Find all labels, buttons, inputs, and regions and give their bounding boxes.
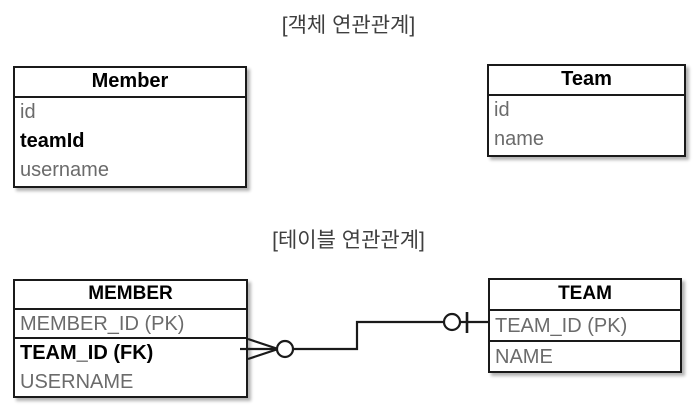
- table-box-team: TEAM TEAM_ID (PK) NAME: [488, 278, 682, 373]
- entity-box-team: Team id name: [487, 64, 686, 157]
- object-model-title: [객체 연관관계]: [281, 14, 416, 37]
- entity-box-member: Member id teamId username: [13, 66, 247, 188]
- relationship-line: [293, 320, 446, 351]
- entity-member-attr-teamid: teamId: [20, 130, 85, 152]
- table-team-col-name: NAME: [495, 346, 553, 368]
- table-team-columns: TEAM_ID (PK) NAME: [490, 311, 680, 371]
- entity-team-attr-id: id: [494, 99, 510, 121]
- table-team-col-team-id: TEAM_ID (PK): [490, 311, 680, 342]
- entity-team-attributes: id name: [489, 96, 684, 154]
- entity-member-header: Member: [15, 68, 245, 98]
- cardinality-zero-circle-left-icon: [275, 339, 295, 359]
- table-member-columns: MEMBER_ID (PK) TEAM_ID (FK) USERNAME: [15, 310, 246, 396]
- table-member-header: MEMBER: [15, 281, 246, 310]
- table-team-header: TEAM: [490, 280, 680, 311]
- entity-member-attributes: id teamId username: [15, 98, 245, 185]
- table-box-member: MEMBER MEMBER_ID (PK) TEAM_ID (FK) USERN…: [13, 279, 248, 398]
- crows-foot-many-icon: [247, 337, 282, 361]
- table-member-col-team-id: TEAM_ID (FK): [20, 342, 154, 364]
- table-member-col-member-id: MEMBER_ID (PK): [15, 310, 246, 339]
- entity-member-attr-username: username: [20, 159, 109, 181]
- table-model-title: [테이블 연관관계]: [272, 229, 425, 252]
- entity-team-attr-name: name: [494, 128, 545, 150]
- entity-member-attr-id: id: [20, 101, 36, 123]
- cardinality-zero-circle-right-icon: [442, 312, 462, 332]
- table-member-col-username: USERNAME: [20, 371, 134, 393]
- relationship-connector: [240, 312, 488, 361]
- entity-team-header: Team: [489, 66, 684, 96]
